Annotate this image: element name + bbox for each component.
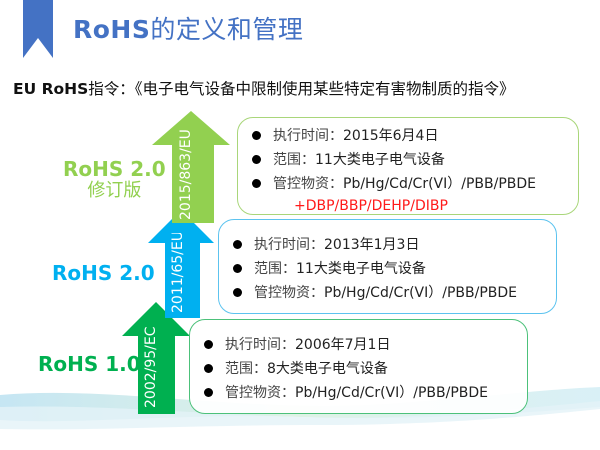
additional-substances: +DBP/BBP/DEHP/DIBP	[294, 198, 448, 214]
info-value: 2015年6月4日	[343, 128, 439, 144]
version-label-rohs1: RoHS 1.0	[38, 353, 141, 376]
info-box-rohs2: 执行时间：2013年1月3日 范围：11大类电子电气设备 管控物资：Pb/Hg/…	[218, 219, 557, 314]
info-key: 管控物资：	[273, 176, 343, 192]
info-value: 2013年1月3日	[324, 237, 420, 253]
version-name: RoHS 1.0	[38, 352, 141, 376]
info-value: 2006年7月1日	[295, 337, 391, 353]
info-row: 管控物资：Pb/Hg/Cd/Cr(VI）/PBB/PBDE	[252, 171, 578, 195]
info-key: 管控物资：	[225, 385, 295, 401]
info-key: 管控物资：	[254, 285, 324, 301]
info-value: 11大类电子电气设备	[315, 152, 445, 168]
info-row: 范围：8大类电子电气设备	[204, 356, 527, 380]
bullet-icon	[252, 154, 261, 164]
info-row: 管控物资：Pb/Hg/Cd/Cr(VI）/PBB/PBDE	[233, 280, 556, 304]
bullet-icon	[233, 263, 242, 273]
page-title: RoHS的定义和管理	[73, 10, 303, 46]
info-row: 执行时间：2006年7月1日	[204, 332, 527, 356]
info-value: 11大类电子电气设备	[296, 261, 426, 277]
info-key: 范围：	[273, 152, 315, 168]
info-box-rohs2-revised: 执行时间：2015年6月4日 范围：11大类电子电气设备 管控物资：Pb/Hg/…	[237, 117, 579, 215]
directive-label-2002: 2002/95/EC	[143, 326, 159, 409]
directive-label-2015: 2015/863/EU	[178, 129, 194, 220]
info-value: Pb/Hg/Cd/Cr(VI）/PBB/PBDE	[343, 176, 537, 192]
title-latin: RoHS	[73, 15, 151, 44]
subtitle-lead: EU RoHS	[13, 80, 89, 98]
arrow-rohs1	[122, 302, 190, 414]
info-key: 执行时间：	[254, 237, 324, 253]
info-key: 执行时间：	[225, 337, 295, 353]
bullet-icon	[204, 387, 213, 397]
bullet-icon	[252, 130, 261, 140]
title-cn: 的定义和管理	[150, 15, 304, 44]
bullet-icon	[204, 363, 213, 373]
bullet-icon	[252, 178, 261, 188]
info-key: 执行时间：	[273, 128, 343, 144]
info-row: 范围：11大类电子电气设备	[252, 147, 578, 171]
version-name: RoHS 2.0	[52, 261, 155, 285]
info-row: 范围：11大类电子电气设备	[233, 256, 556, 280]
version-label-rohs2-revised: RoHS 2.0 修订版	[63, 158, 166, 202]
bookmark-icon	[23, 0, 53, 58]
info-key: 范围：	[225, 361, 267, 377]
info-row: 执行时间：2013年1月3日	[233, 232, 556, 256]
info-value: Pb/Hg/Cd/Cr(VI）/PBB/PBDE	[324, 285, 518, 301]
info-box-rohs1: 执行时间：2006年7月1日 范围：8大类电子电气设备 管控物资：Pb/Hg/C…	[189, 319, 528, 414]
directive-subtitle: EU RoHS指令：《电子电气设备中限制使用某些特定有害物制质的指令》	[13, 77, 515, 99]
bullet-icon	[233, 287, 242, 297]
info-value: 8大类电子电气设备	[267, 361, 388, 377]
info-row: 执行时间：2015年6月4日	[252, 123, 578, 147]
bullet-icon	[233, 239, 242, 249]
arrow-rohs2	[148, 210, 214, 318]
version-sub: 修订版	[87, 180, 142, 201]
bullet-icon	[204, 339, 213, 349]
version-name: RoHS 2.0	[63, 157, 166, 181]
info-key: 范围：	[254, 261, 296, 277]
arrow-rohs2-revised	[152, 111, 230, 223]
subtitle-text: 指令：《电子电气设备中限制使用某些特定有害物制质的指令》	[88, 80, 515, 98]
directive-label-2011: 2011/65/EU	[170, 233, 186, 313]
info-row: 管控物资：Pb/Hg/Cd/Cr(VI）/PBB/PBDE	[204, 380, 527, 404]
version-label-rohs2: RoHS 2.0	[52, 262, 155, 285]
info-value: Pb/Hg/Cd/Cr(VI）/PBB/PBDE	[295, 385, 489, 401]
